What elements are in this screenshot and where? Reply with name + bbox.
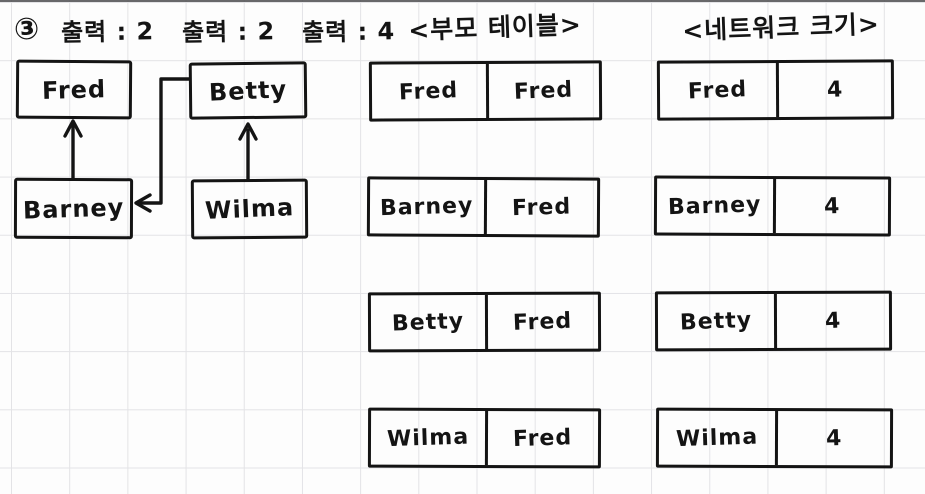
size-table-row-wilma: Wilma 4 — [655, 407, 894, 469]
size-row-key: Betty — [657, 293, 778, 349]
parent-row-key: Betty — [370, 294, 489, 350]
size-table-row-barney: Barney 4 — [653, 175, 892, 237]
step-number-circled: ③ — [12, 10, 41, 48]
parent-table-row-betty: Betty Fred — [367, 291, 602, 353]
parent-row-value: Fred — [513, 424, 573, 452]
graph-node-wilma: Wilma — [190, 178, 309, 240]
step-annotation: ③ 출력 : 2 출력 : 2 출력 : 4 — [12, 10, 395, 48]
size-table-row-fred: Fred 4 — [656, 59, 895, 121]
parent-table-row-barney: Barney Fred — [366, 176, 601, 238]
size-table-title: <네트워크 크기> — [681, 9, 881, 46]
node-label: Barney — [22, 192, 125, 225]
node-label: Wilma — [204, 193, 295, 225]
size-row-key: Wilma — [658, 410, 779, 466]
size-row-key: Fred — [659, 62, 780, 118]
output-values: 출력 : 2 출력 : 2 출력 : 4 — [61, 12, 395, 47]
parent-row-value: Fred — [512, 193, 572, 221]
output-label-2: 출력 : 2 — [181, 17, 276, 47]
arrow-betty-to-barney — [134, 77, 191, 213]
graph-node-fred: Fred — [15, 59, 133, 120]
size-row-value: 4 — [824, 307, 842, 334]
size-row-key: Barney — [656, 178, 777, 234]
node-label: Betty — [208, 74, 288, 107]
parent-table-row-wilma: Wilma Fred — [367, 407, 602, 469]
parent-row-key: Barney — [369, 179, 488, 235]
arrow-barney-to-fred — [63, 119, 83, 180]
graph-node-barney: Barney — [13, 177, 134, 240]
arrow-wilma-to-betty — [238, 122, 258, 181]
graph-node-betty: Betty — [188, 61, 308, 120]
parent-row-value: Fred — [513, 77, 575, 105]
parent-table-title: <부모 테이블> — [407, 9, 583, 46]
size-row-value: 4 — [826, 76, 844, 103]
parent-row-value: Fred — [512, 308, 574, 336]
parent-table-row-fred: Fred Fred — [368, 60, 603, 122]
size-row-value: 4 — [825, 425, 843, 451]
size-table-row-betty: Betty 4 — [654, 290, 893, 352]
output-label-1: 출력 : 2 — [61, 17, 155, 47]
size-row-value: 4 — [823, 193, 841, 220]
node-label: Fred — [41, 74, 107, 105]
parent-row-key: Fred — [371, 63, 490, 119]
page-top-edge — [0, 0, 925, 2]
parent-row-key: Wilma — [370, 410, 489, 466]
